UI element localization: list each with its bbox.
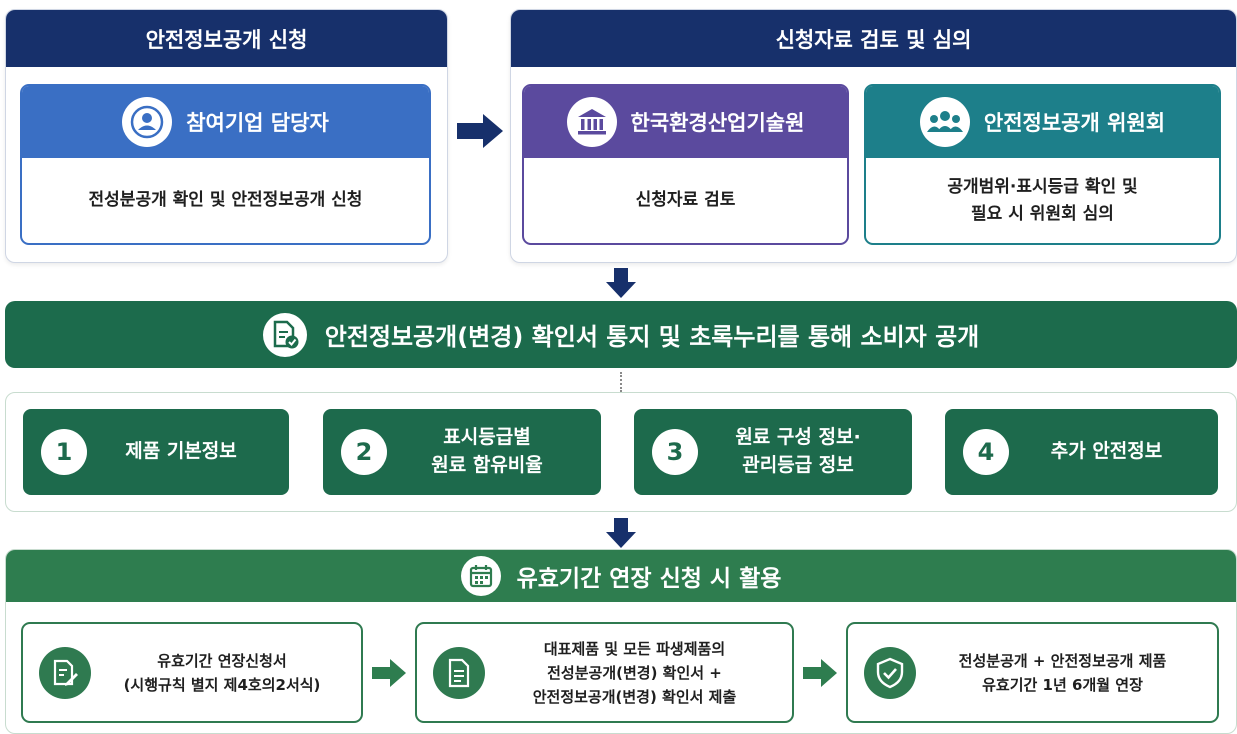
institute-card-body: 신청자료 검토 [635, 190, 736, 211]
company-contact-card-title: 참여기업 담당자 [186, 111, 329, 135]
item-label-line: 제품 기본정보 [125, 440, 237, 463]
shield-check-icon [864, 646, 916, 699]
step-line: 대표제품 및 모든 파생제품의 [543, 639, 726, 658]
apply-panel-title: 안전정보공개 신청 [6, 10, 447, 67]
step-line: 유효기간 연장신청서 [157, 651, 287, 670]
item-label: 원료 구성 정보· 관리등급 정보 [698, 424, 912, 479]
item-number: 1 [41, 429, 87, 475]
person-icon [122, 97, 173, 147]
people-icon [919, 97, 970, 147]
notice-bar: 안전정보공개(변경) 확인서 통지 및 초록누리를 통해 소비자 공개 [5, 301, 1237, 368]
committee-card-title: 안전정보공개 위원회 [983, 111, 1166, 135]
item-label-line: 원료 함유비율 [431, 454, 543, 476]
item-number: 4 [963, 429, 1009, 475]
extension-step-submit-documents: 대표제품 및 모든 파생제품의 전성분공개(변경) 확인서 + 안전정보공개(변… [415, 622, 794, 723]
item-label-line: 관리등급 정보 [742, 454, 854, 476]
arrow-right-icon [457, 114, 503, 148]
item-label: 제품 기본정보 [87, 438, 289, 466]
institute-card-header: 한국환경산업기술원 [524, 86, 847, 158]
document-icon [433, 646, 485, 699]
calendar-icon [460, 556, 501, 596]
extension-panel-title: 유효기간 연장 신청 시 활용 [516, 566, 782, 592]
disclosure-item: 1 제품 기본정보 [23, 409, 289, 495]
step-line: 전성분공개(변경) 확인서 + [547, 663, 722, 682]
item-label-line: 표시등급별 [443, 426, 531, 449]
extension-panel-header: 유효기간 연장 신청 시 활용 [6, 550, 1236, 602]
review-panel-title: 신청자료 검토 및 심의 [511, 10, 1236, 67]
step-line: 전성분공개 + 안전정보공개 제품 [958, 651, 1167, 670]
company-contact-card: 참여기업 담당자 전성분공개 확인 및 안전정보공개 신청 [20, 84, 431, 245]
committee-card: 안전정보공개 위원회 공개범위·표시등급 확인 및 필요 시 위원회 심의 [864, 84, 1221, 245]
item-number: 3 [652, 429, 698, 475]
document-check-icon [262, 312, 307, 357]
item-label: 추가 안전정보 [1009, 438, 1218, 466]
disclosure-item: 3 원료 구성 정보· 관리등급 정보 [634, 409, 912, 495]
arrow-right-icon [803, 659, 837, 687]
arrow-down-icon [606, 268, 636, 298]
notice-bar-title: 안전정보공개(변경) 확인서 통지 및 초록누리를 통해 소비자 공개 [324, 323, 980, 351]
disclosure-item: 4 추가 안전정보 [945, 409, 1218, 495]
document-pen-icon [39, 646, 91, 699]
committee-body-line2: 필요 시 위원회 심의 [971, 203, 1114, 224]
institution-icon [566, 97, 617, 147]
step-line: 안전정보공개(변경) 확인서 제출 [532, 687, 737, 706]
step-line: 유효기간 1년 6개월 연장 [982, 675, 1143, 694]
arrow-right-icon [372, 659, 406, 687]
company-contact-card-body: 전성분공개 확인 및 안전정보공개 신청 [88, 190, 363, 211]
extension-step-text: 유효기간 연장신청서 (시행규칙 별지 제4호의2서식) [91, 649, 361, 697]
item-number: 2 [341, 429, 387, 475]
committee-card-header: 안전정보공개 위원회 [866, 86, 1219, 158]
step-line: (시행규칙 별지 제4호의2서식) [123, 675, 321, 694]
committee-card-body: 공개범위·표시등급 확인 및 필요 시 위원회 심의 [866, 158, 1219, 243]
extension-step-text: 전성분공개 + 안전정보공개 제품 유효기간 1년 6개월 연장 [916, 649, 1217, 697]
company-contact-card-header: 참여기업 담당자 [22, 86, 429, 158]
extension-step-validity-extended: 전성분공개 + 안전정보공개 제품 유효기간 1년 6개월 연장 [846, 622, 1219, 723]
extension-step-text: 대표제품 및 모든 파생제품의 전성분공개(변경) 확인서 + 안전정보공개(변… [485, 637, 792, 709]
extension-step-application-form: 유효기간 연장신청서 (시행규칙 별지 제4호의2서식) [21, 622, 363, 723]
item-label-line: 추가 안전정보 [1050, 440, 1163, 463]
institute-card-title: 한국환경산업기술원 [630, 111, 805, 135]
dotted-connector [620, 372, 622, 392]
institute-card: 한국환경산업기술원 신청자료 검토 [522, 84, 849, 245]
arrow-down-icon [606, 518, 636, 548]
item-label-line: 원료 구성 정보· [735, 426, 861, 449]
committee-body-line1: 공개범위·표시등급 확인 및 [947, 177, 1138, 198]
